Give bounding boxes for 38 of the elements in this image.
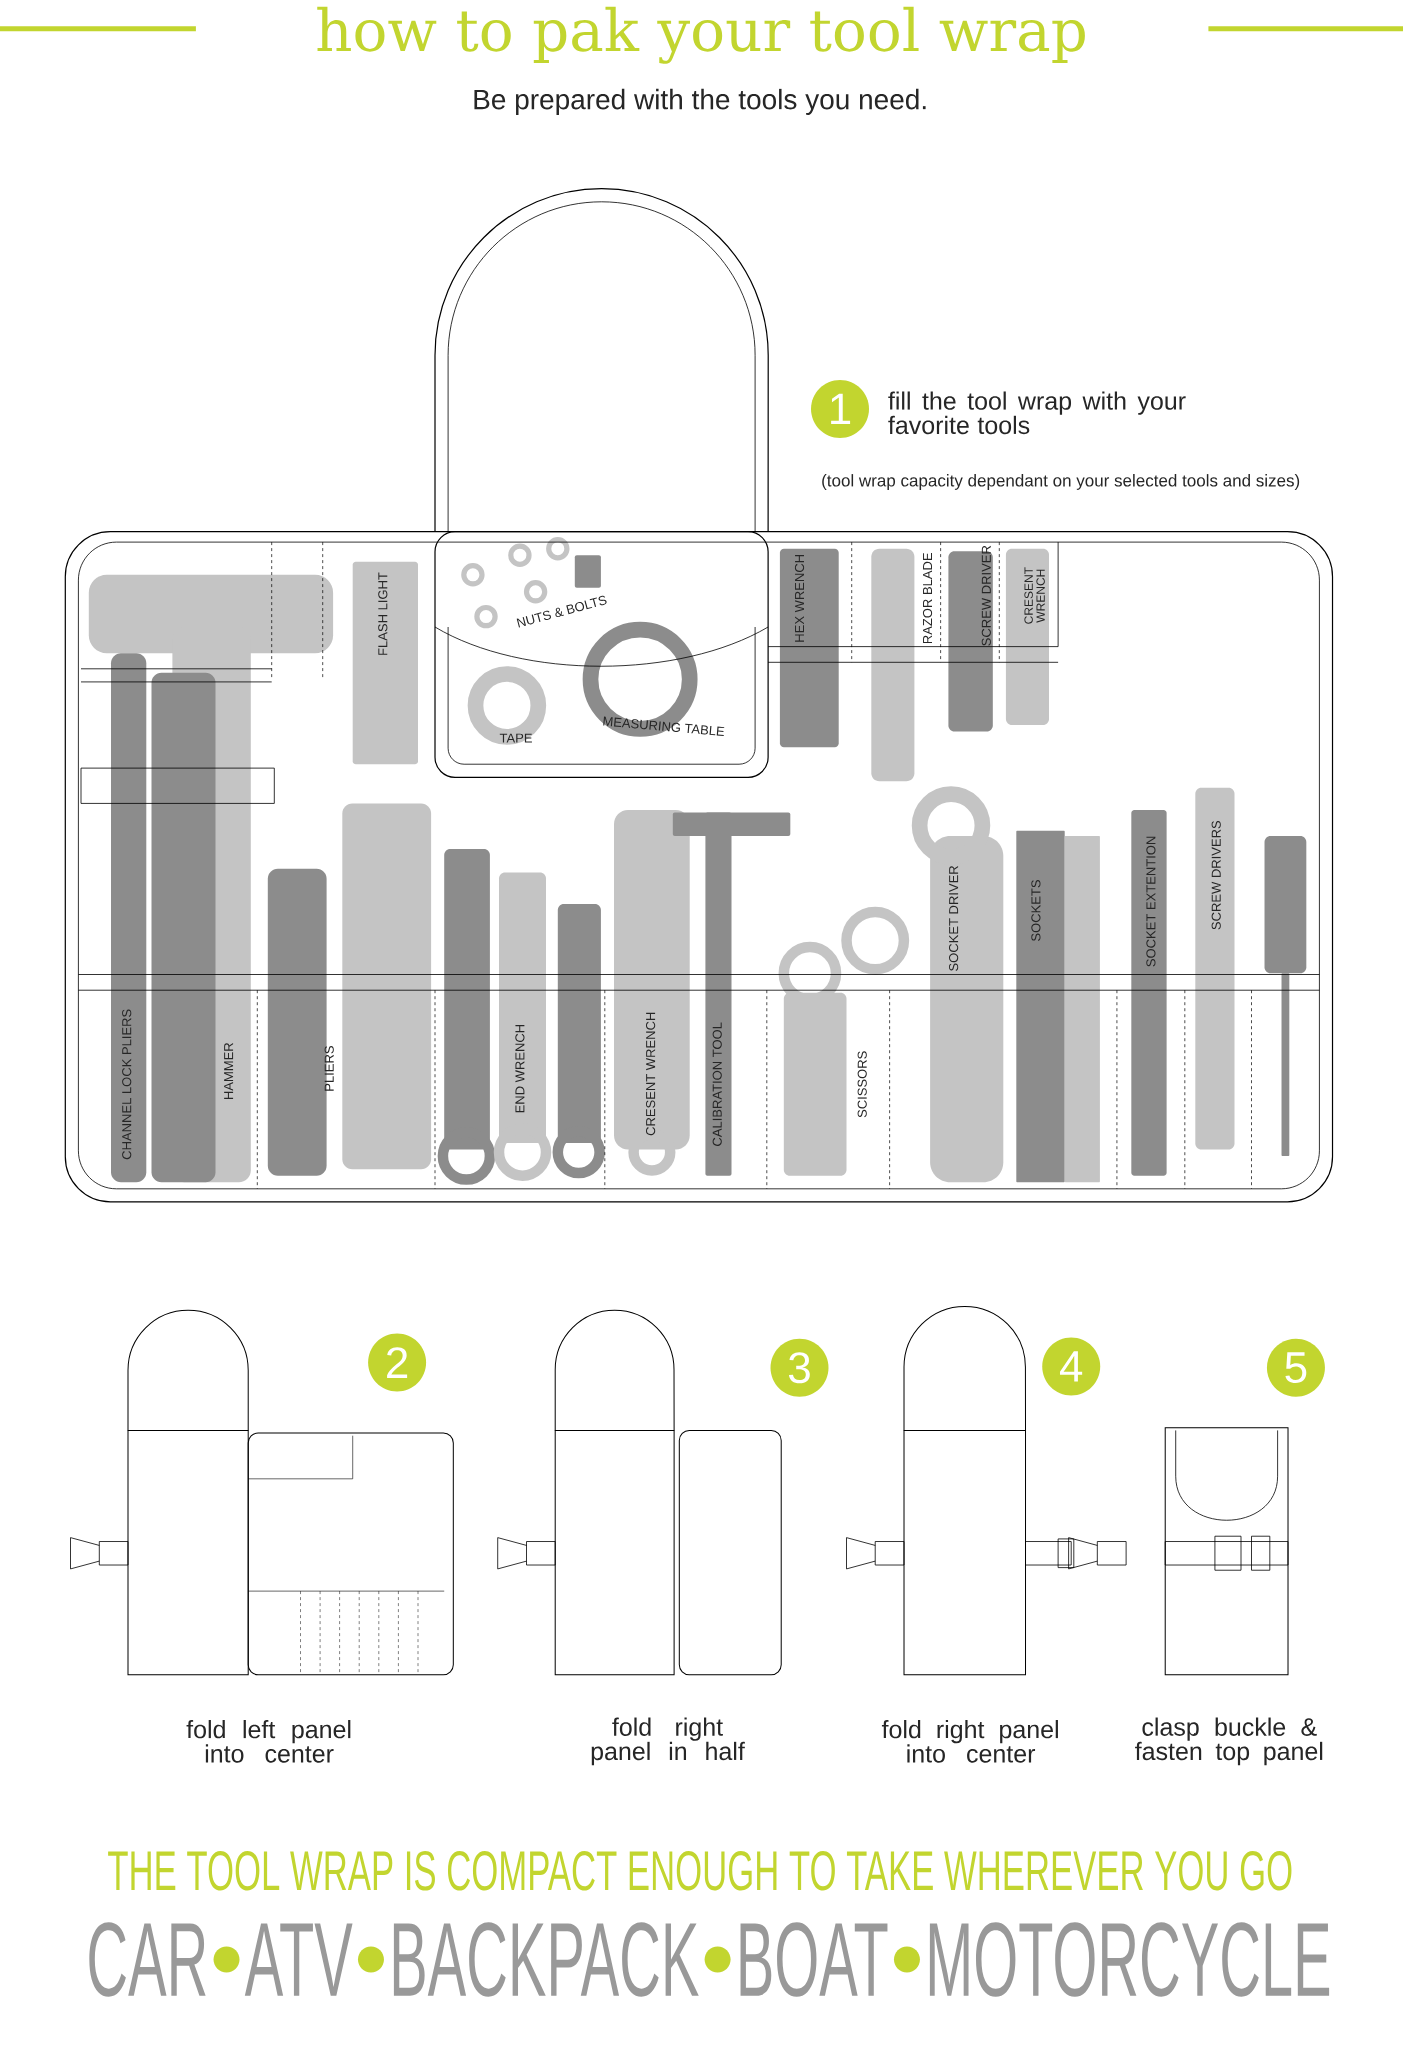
tool-label: NUTS & BOLTS — [516, 595, 607, 628]
tool-label: SCREW DRIVER — [981, 545, 991, 646]
tool-label: MEASURING TABLE — [603, 716, 725, 737]
tool-label: TAPE — [499, 733, 532, 743]
destination-word: MOTORCYCLE — [929, 1922, 1330, 1997]
step-caption: fold right panel into center — [881, 1720, 1058, 1763]
destination-word: CAR — [89, 1922, 206, 1997]
destination-word: BOAT — [740, 1922, 888, 1997]
tool-label: SCISSORS — [857, 1051, 867, 1118]
title: how to pak your tool wrap — [317, 6, 1085, 64]
tool-label: SOCKET EXTENTION — [1146, 836, 1156, 967]
tool-label: CALIBRATION TOOL — [712, 1022, 722, 1146]
slogan: THE TOOL WRAP IS COMPACT ENOUGH TO TAKE WHEREVER YOU GO — [108, 1850, 1292, 1891]
tool-label: HAMMER — [224, 1042, 234, 1100]
step-caption: clasp buckle & fasten top panel — [1135, 1717, 1323, 1766]
capacity-note: (tool wrap capacity dependant on your selected tools and sizes) — [822, 474, 1300, 490]
step-number: 5 — [1266, 1338, 1325, 1397]
tool-label: PLIERS — [324, 1046, 334, 1091]
tool-label: FLASH LIGHT — [378, 572, 388, 655]
step-number: 2 — [368, 1333, 427, 1392]
tool-label: CRESENT WRENCH — [646, 1012, 656, 1136]
step-number: 4 — [1042, 1337, 1101, 1396]
tool-label: CHANNEL LOCK PLIERS — [122, 1009, 132, 1160]
subtitle: Be prepared with the tools you need. — [474, 88, 926, 115]
tool-label: RAZOR BLADE — [922, 553, 933, 644]
tool-label: CRESENT WRENCH — [1024, 567, 1045, 624]
tool-label: SCREW DRIVERS — [1211, 820, 1221, 930]
step-caption: fold right panel in half — [591, 1717, 745, 1766]
tool-label: SOCKETS — [1031, 880, 1041, 941]
tool-label: SOCKET DRIVER — [949, 865, 959, 971]
destination-word: ATV — [244, 1923, 353, 1996]
step-number: 3 — [770, 1338, 829, 1397]
destination-word: BACKPACK — [393, 1922, 699, 1997]
step-number: 1 — [811, 379, 869, 438]
step-caption: fold left panel into center — [186, 1720, 351, 1763]
tool-label: HEX WRENCH — [794, 554, 805, 642]
tool-label: END WRENCH — [515, 1024, 525, 1113]
step-caption: fill the tool wrap with your favorite tools — [888, 391, 1186, 435]
